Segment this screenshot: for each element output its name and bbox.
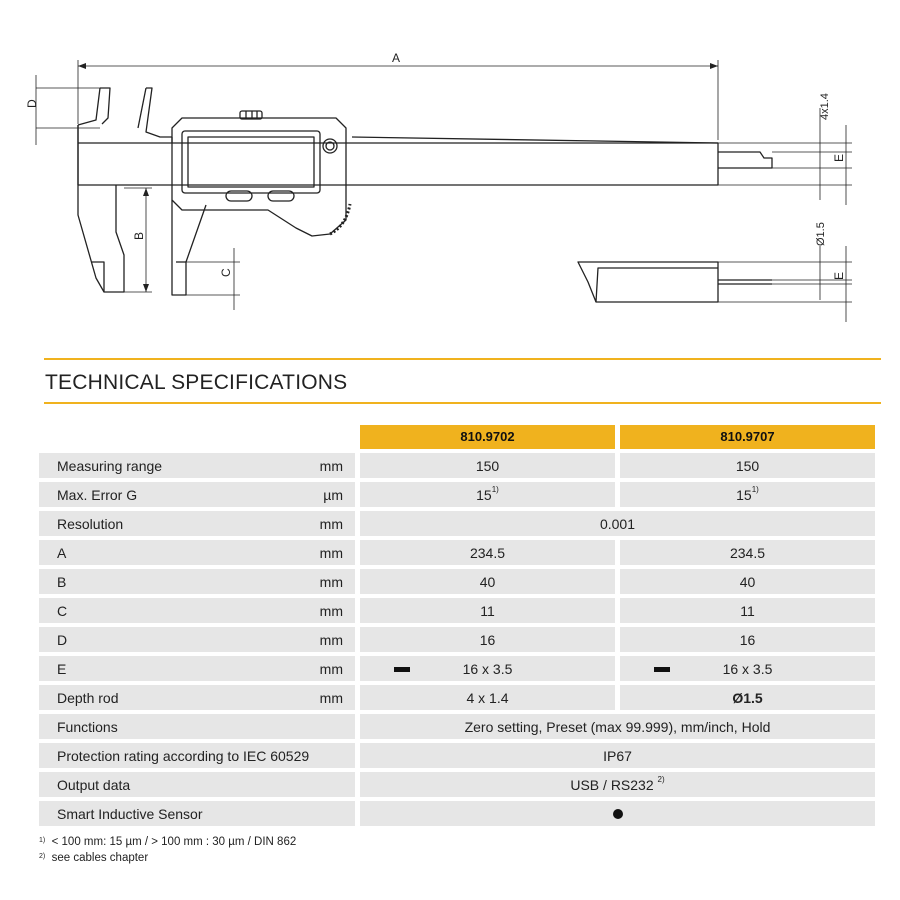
- footnote-ref: 1): [751, 485, 759, 494]
- value-col-2: 234.5: [620, 540, 875, 565]
- value-col-2: 40: [620, 569, 875, 594]
- dim-label-rod-round: Ø1.5: [815, 222, 827, 246]
- footnote-ref: 2): [657, 775, 665, 784]
- spec-row: Smart Inductive Sensor: [39, 801, 875, 826]
- footnote-2: 2) see cables chapter: [39, 852, 149, 864]
- value-col-1: 11: [360, 598, 615, 623]
- dim-label-d: D: [25, 99, 39, 108]
- value-col-1: 16: [360, 627, 615, 652]
- value-col-1: 151): [360, 482, 615, 507]
- value-col-2: 16: [620, 627, 875, 652]
- title-rule-bottom: [44, 402, 881, 404]
- spec-row: Functions Zero setting, Preset (max 99.9…: [39, 714, 875, 739]
- value-span: 0.001: [360, 511, 875, 536]
- spec-row: Protection rating according to IEC 60529…: [39, 743, 875, 768]
- row-unit: µm: [323, 487, 343, 503]
- value-col-2: 16 x 3.5: [620, 656, 875, 681]
- rod-section-icon: [394, 667, 410, 672]
- value-col-1: 40: [360, 569, 615, 594]
- row-unit: mm: [319, 690, 343, 706]
- value-span: IP67: [360, 743, 875, 768]
- row-unit: mm: [319, 603, 343, 619]
- dim-label-rod-square: 4x1.4: [819, 93, 831, 120]
- row-unit: mm: [319, 661, 343, 677]
- footnote-ref: 1): [491, 485, 499, 494]
- value-span: Zero setting, Preset (max 99.999), mm/in…: [360, 714, 875, 739]
- dim-label-b: B: [132, 232, 146, 240]
- row-unit: mm: [319, 458, 343, 474]
- value-col-2: Ø1.5: [620, 685, 875, 710]
- dim-label-a: A: [392, 51, 400, 65]
- column-header-2: 810.9707: [620, 425, 875, 449]
- filled-dot-icon: [612, 808, 623, 819]
- spec-row: Output data USB / RS232 2): [39, 772, 875, 797]
- value-span: [360, 801, 875, 826]
- value-col-1: 234.5: [360, 540, 615, 565]
- dim-label-c: C: [219, 268, 233, 277]
- row-label: Protection rating according to IEC 60529: [39, 743, 355, 768]
- row-label: Output data: [39, 772, 355, 797]
- value-col-1: 150: [360, 453, 615, 478]
- dim-label-e1: E: [832, 154, 846, 162]
- value-col-2: 11: [620, 598, 875, 623]
- value-span: USB / RS232 2): [360, 772, 875, 797]
- value-col-1: 16 x 3.5: [360, 656, 615, 681]
- title-rule-top: [44, 358, 881, 360]
- value-col-1: 4 x 1.4: [360, 685, 615, 710]
- row-unit: mm: [319, 574, 343, 590]
- row-label: Functions: [39, 714, 355, 739]
- value-col-2: 151): [620, 482, 875, 507]
- section-title: TECHNICAL SPECIFICATIONS: [45, 371, 348, 394]
- column-header-1: 810.9702: [360, 425, 615, 449]
- caliper-drawing: A D B C E E 4x1.4 Ø1.5: [25, 51, 852, 322]
- row-label: Smart Inductive Sensor: [39, 801, 355, 826]
- row-unit: mm: [319, 545, 343, 561]
- row-unit: mm: [319, 516, 343, 532]
- value-col-2: 150: [620, 453, 875, 478]
- row-unit: mm: [319, 632, 343, 648]
- rod-section-icon: [654, 667, 670, 672]
- footnote-1: 1) < 100 mm: 15 µm / > 100 mm : 30 µm / …: [39, 836, 297, 848]
- dim-label-e2: E: [832, 272, 846, 280]
